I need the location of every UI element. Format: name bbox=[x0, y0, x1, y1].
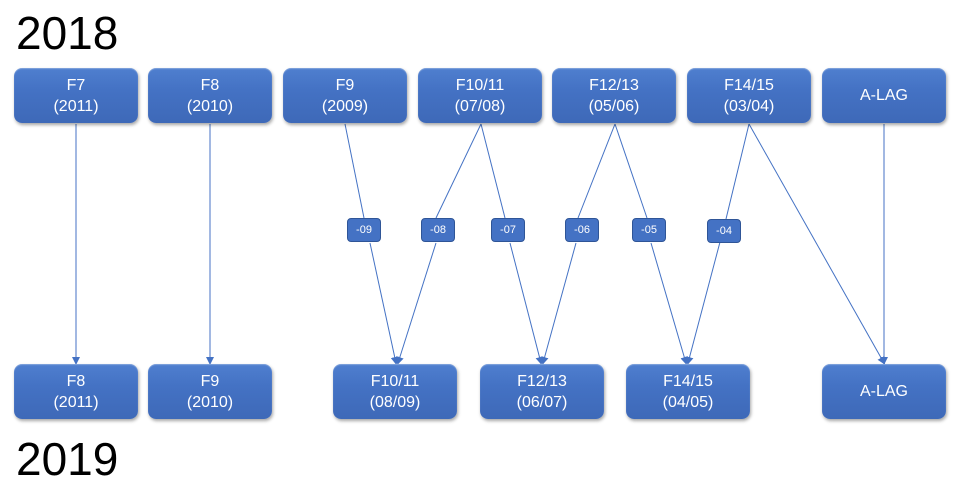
tag-05: -05 bbox=[632, 218, 666, 242]
bottom-box-f9: F9 (2010) bbox=[148, 364, 272, 419]
box-title: F14/15 bbox=[724, 76, 774, 94]
box-title: F9 bbox=[335, 76, 355, 94]
box-subtitle: (04/05) bbox=[662, 393, 714, 411]
connector bbox=[748, 123, 885, 365]
year-2018-heading: 2018 bbox=[16, 7, 119, 59]
connector bbox=[344, 123, 365, 219]
box-subtitle: (07/08) bbox=[454, 97, 506, 115]
box-title: F10/11 bbox=[370, 372, 420, 390]
box-title: F14/15 bbox=[663, 372, 713, 390]
tag-08: -08 bbox=[421, 218, 455, 242]
connector bbox=[725, 123, 750, 220]
connector bbox=[395, 242, 437, 365]
bottom-box-f8: F8 (2011) bbox=[14, 364, 138, 419]
connector bbox=[480, 123, 506, 219]
top-box-f8: F8 (2010) bbox=[148, 68, 272, 123]
top-box-f14-15: F14/15 (03/04) bbox=[687, 68, 811, 123]
box-subtitle: (03/04) bbox=[723, 97, 775, 115]
bottom-box-f14-15: F14/15 (04/05) bbox=[626, 364, 750, 419]
box-subtitle: (2011) bbox=[53, 393, 99, 411]
top-box-f7: F7 (2011) bbox=[14, 68, 138, 123]
tag-04: -04 bbox=[707, 219, 741, 243]
tag-09: -09 bbox=[347, 218, 381, 242]
box-subtitle: (06/07) bbox=[516, 393, 568, 411]
box-subtitle: (2010) bbox=[186, 97, 234, 115]
box-subtitle: (2011) bbox=[53, 97, 99, 115]
tag-07: -07 bbox=[491, 218, 525, 242]
box-title: F8 bbox=[200, 76, 220, 94]
top-box-a-lag: A-LAG bbox=[822, 68, 946, 123]
bottom-box-a-lag: A-LAG bbox=[822, 364, 946, 419]
connector bbox=[435, 123, 482, 219]
box-title: F9 bbox=[200, 372, 220, 390]
box-subtitle: (2009) bbox=[321, 97, 369, 115]
top-box-f10-11: F10/11 (07/08) bbox=[418, 68, 542, 123]
connector bbox=[540, 242, 577, 365]
connector bbox=[369, 242, 399, 365]
connector bbox=[577, 123, 616, 219]
year-2019-heading: 2019 bbox=[16, 433, 119, 485]
top-box-f9: F9 (2009) bbox=[283, 68, 407, 123]
connector bbox=[614, 123, 648, 219]
box-title: F12/13 bbox=[517, 372, 567, 390]
box-title: F10/11 bbox=[455, 76, 505, 94]
box-title: F7 bbox=[66, 76, 86, 94]
connector bbox=[509, 242, 544, 365]
box-subtitle: (05/06) bbox=[588, 97, 640, 115]
box-title: F12/13 bbox=[589, 76, 639, 94]
connector bbox=[685, 241, 721, 365]
top-box-f12-13: F12/13 (05/06) bbox=[552, 68, 676, 123]
tag-06: -06 bbox=[565, 218, 599, 242]
connector bbox=[650, 242, 689, 365]
box-subtitle: (08/09) bbox=[369, 393, 421, 411]
bottom-box-f10-11: F10/11 (08/09) bbox=[333, 364, 457, 419]
box-title: A-LAG bbox=[859, 87, 908, 104]
bottom-box-f12-13: F12/13 (06/07) bbox=[480, 364, 604, 419]
box-title: F8 bbox=[66, 372, 86, 390]
box-subtitle: (2010) bbox=[186, 393, 234, 411]
box-title: A-LAG bbox=[859, 383, 908, 400]
